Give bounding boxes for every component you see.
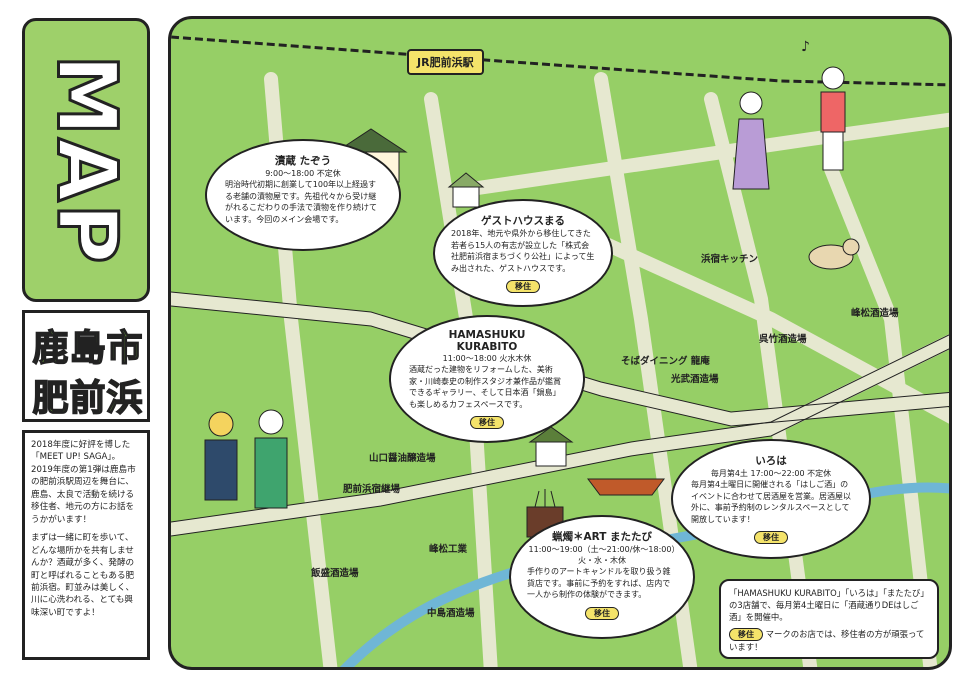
label-hamajuku-kitchen: 浜宿キッチン	[701, 254, 759, 265]
spot-matatabi-desc: 手作りのアートキャンドルを取り扱う雑貨店です。事前に予約をすれば、店内で一人から…	[527, 567, 671, 600]
label-iimori: 飯盛酒造場	[311, 568, 359, 579]
label-minematsu-kogyo: 峰松工業	[429, 544, 468, 555]
note-line1: 「HAMASHUKU KURABITO」「いろは」「またたび」の3店舗で、毎月第…	[729, 588, 929, 623]
note-line2: マークのお店では、移住者の方が頑張っています！	[729, 628, 925, 653]
spot-iroha[interactable]: いろは 毎月第4土 17:00〜22:00 不定休 毎月第4土曜日に開催される「…	[671, 439, 871, 559]
spot-iroha-name: いろは	[755, 455, 787, 467]
spot-kurabito-name2: KURABITO	[456, 341, 518, 353]
person-map-icon	[811, 64, 855, 174]
intro-paragraph-1: 2018年度に好評を博した「MEET UP! SAGA」。2019年度の第1弾は…	[31, 440, 136, 525]
boat-icon	[586, 469, 666, 499]
note-tag: 移住	[729, 627, 763, 642]
spot-guesthouse-tag: 移住	[506, 280, 540, 294]
label-kobu-shuzo: 光武酒造場	[671, 374, 719, 385]
label-soba-dining: そばダイニング 龍庵	[621, 356, 710, 367]
spot-matatabi-hours: 11:00〜19:00（土〜21:00/休〜18:00）火・水・木休	[528, 545, 676, 565]
spot-guesthouse[interactable]: ゲストハウスまる 2018年、地元や県外から移住してきた若者ら15人の有志が設立…	[433, 199, 613, 307]
spot-kurabito-tag: 移住	[470, 416, 504, 430]
dog-icon	[801, 229, 861, 279]
spot-iroha-tag: 移住	[754, 531, 788, 545]
kurabito-house-icon	[526, 424, 576, 468]
spot-kurabito-name1: HAMASHUKU	[448, 329, 526, 341]
label-yamaguchi: 山口醤油醸造場	[369, 453, 436, 464]
place-name-city: 鹿島市	[32, 327, 144, 370]
intro-paragraph-2: まずは一緒に町を歩いて、どんな場所かを共有しませんか？酒蔵が多く、発酵の町と呼ば…	[31, 533, 135, 618]
spot-guesthouse-name: ゲストハウスまる	[481, 215, 565, 227]
spot-tazou-desc: 明治時代初期に創業して100年以上経過する老舗の漬物屋です。先祖代々から受け継が…	[225, 180, 377, 224]
spot-iroha-hours: 毎月第4土 17:00〜22:00 不定休	[710, 469, 832, 478]
spot-guesthouse-desc: 2018年、地元や県外から移住してきた若者ら15人の有志が設立した「株式会社肥前…	[451, 229, 595, 273]
people-carrying-icon	[191, 404, 301, 534]
spot-kurabito-desc: 酒蔵だった建物をリフォームした、美術家・川崎泰史の制作スタジオ兼作品が鑑賞できる…	[409, 365, 561, 409]
label-hizenhama-keisho: 肥前浜宿継場	[343, 484, 401, 495]
label-kuretake-shuzo: 呉竹酒造場	[759, 334, 807, 345]
spot-tazou-hours: 9:00〜18:00 不定休	[265, 169, 341, 178]
place-name-town: 肥前浜	[32, 377, 144, 420]
spot-kurabito[interactable]: HAMASHUKU KURABITO 11:00〜18:00 火水木休 酒蔵だっ…	[389, 315, 585, 443]
station-label: JR肥前浜駅	[407, 49, 484, 75]
map-area: JR肥前浜駅 ♪ 漬蔵 たぞう 9:00〜18:00 不定休 明治時代初期に創業…	[168, 16, 952, 670]
label-minematsu-shuzo: 峰松酒造場	[851, 308, 899, 319]
place-name-box: 鹿島市 肥前浜	[22, 310, 150, 422]
map-title: MAP	[37, 53, 135, 267]
label-nakajima: 中島酒造場	[427, 608, 475, 619]
spot-tazou-name: 漬蔵 たぞう	[274, 155, 332, 167]
person-icon	[731, 89, 771, 199]
map-title-box: MAP	[22, 18, 150, 302]
music-note-icon: ♪	[801, 39, 810, 55]
spot-matatabi[interactable]: 蝋燭＊ART またたび 11:00〜19:00（土〜21:00/休〜18:00）…	[509, 515, 695, 639]
spot-matatabi-tag: 移住	[585, 606, 619, 620]
note-box: 「HAMASHUKU KURABITO」「いろは」「またたび」の3店舗で、毎月第…	[719, 579, 939, 659]
spot-iroha-desc: 毎月第4土曜日に開催される「はしご酒」のイベントに合わせて居酒屋を営業。居酒屋以…	[691, 480, 851, 524]
intro-text-box: 2018年度に好評を博した「MEET UP! SAGA」。2019年度の第1弾は…	[22, 430, 150, 660]
spot-kurabito-hours: 11:00〜18:00 火水木休	[442, 354, 532, 363]
spot-tazou[interactable]: 漬蔵 たぞう 9:00〜18:00 不定休 明治時代初期に創業して100年以上経…	[205, 139, 401, 251]
guesthouse-icon	[441, 169, 491, 209]
spot-matatabi-name: 蝋燭＊ART またたび	[551, 531, 653, 543]
